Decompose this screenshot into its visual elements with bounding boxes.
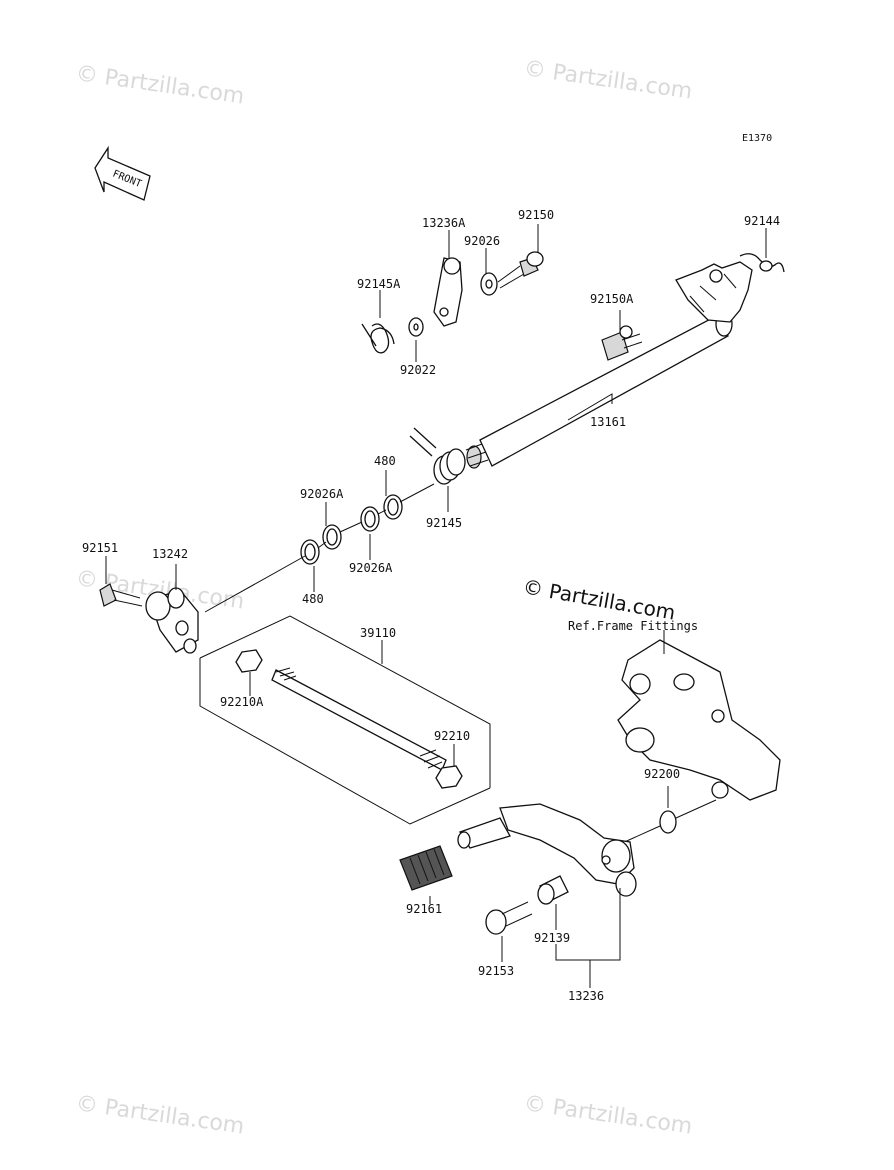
shift-lever-cluster (361, 251, 544, 354)
label-92026a-lower: 92026A (349, 561, 393, 575)
label-92026a-upper: 92026A (300, 487, 344, 501)
label-92210a: 92210A (220, 695, 264, 709)
label-13161: 13161 (590, 415, 626, 429)
shift-shaft-13161 (465, 253, 785, 469)
label-92150a: 92150A (590, 292, 634, 306)
label-92210: 92210 (434, 729, 470, 743)
label-92161: 92161 (406, 902, 442, 916)
label-92144: 92144 (744, 214, 780, 228)
washer-92200 (659, 810, 677, 834)
label-13236: 13236 (568, 989, 604, 1003)
label-480-lower: 480 (302, 592, 324, 606)
watermark-bottom-left: © Partzilla.com (74, 1091, 246, 1139)
label-39110: 39110 (360, 626, 396, 640)
watermark-top-left: © Partzilla.com (74, 61, 246, 109)
label-92145a: 92145A (357, 277, 401, 291)
label-92022: 92022 (400, 363, 436, 377)
label-13242: 13242 (152, 547, 188, 561)
part-labels: 13236A 92150 92026 92144 92145A 92150A 9… (82, 208, 780, 1003)
stud-92150a (601, 331, 629, 361)
label-92150: 92150 (518, 208, 554, 222)
nut-92210a (235, 649, 263, 673)
shaft-axis-line (204, 483, 435, 613)
label-480-upper: 480 (374, 454, 396, 468)
watermark-top-right: © Partzilla.com (522, 56, 694, 104)
leader-lines (105, 224, 767, 988)
label-92139: 92139 (534, 931, 570, 945)
diagram-code: E1370 (742, 133, 772, 144)
shift-pedal-13236 (399, 803, 637, 935)
spring-92145a (361, 323, 395, 354)
tie-rod-assembly-39110 (199, 615, 491, 825)
shaft-small-parts (300, 494, 403, 565)
bolt-92153 (485, 909, 507, 935)
watermark-bottom-right: © Partzilla.com (522, 1091, 694, 1139)
ref-frame-fittings-note: Ref.Frame Fittings (568, 619, 698, 633)
label-92026: 92026 (464, 234, 500, 248)
label-92145: 92145 (426, 516, 462, 530)
nut-92210 (435, 765, 463, 789)
front-arrow-icon: FRONT (94, 145, 151, 201)
spring-92145 (409, 427, 466, 485)
watermark-center: © Partzilla.com (521, 574, 677, 624)
label-13236a: 13236A (422, 216, 466, 230)
shift-lever-clamp-13242 (99, 583, 199, 654)
frame-fitting (617, 630, 781, 801)
label-92200: 92200 (644, 767, 680, 781)
label-92153: 92153 (478, 964, 514, 978)
label-92151: 92151 (82, 541, 118, 555)
footpeg-rubber-92161 (399, 845, 453, 891)
